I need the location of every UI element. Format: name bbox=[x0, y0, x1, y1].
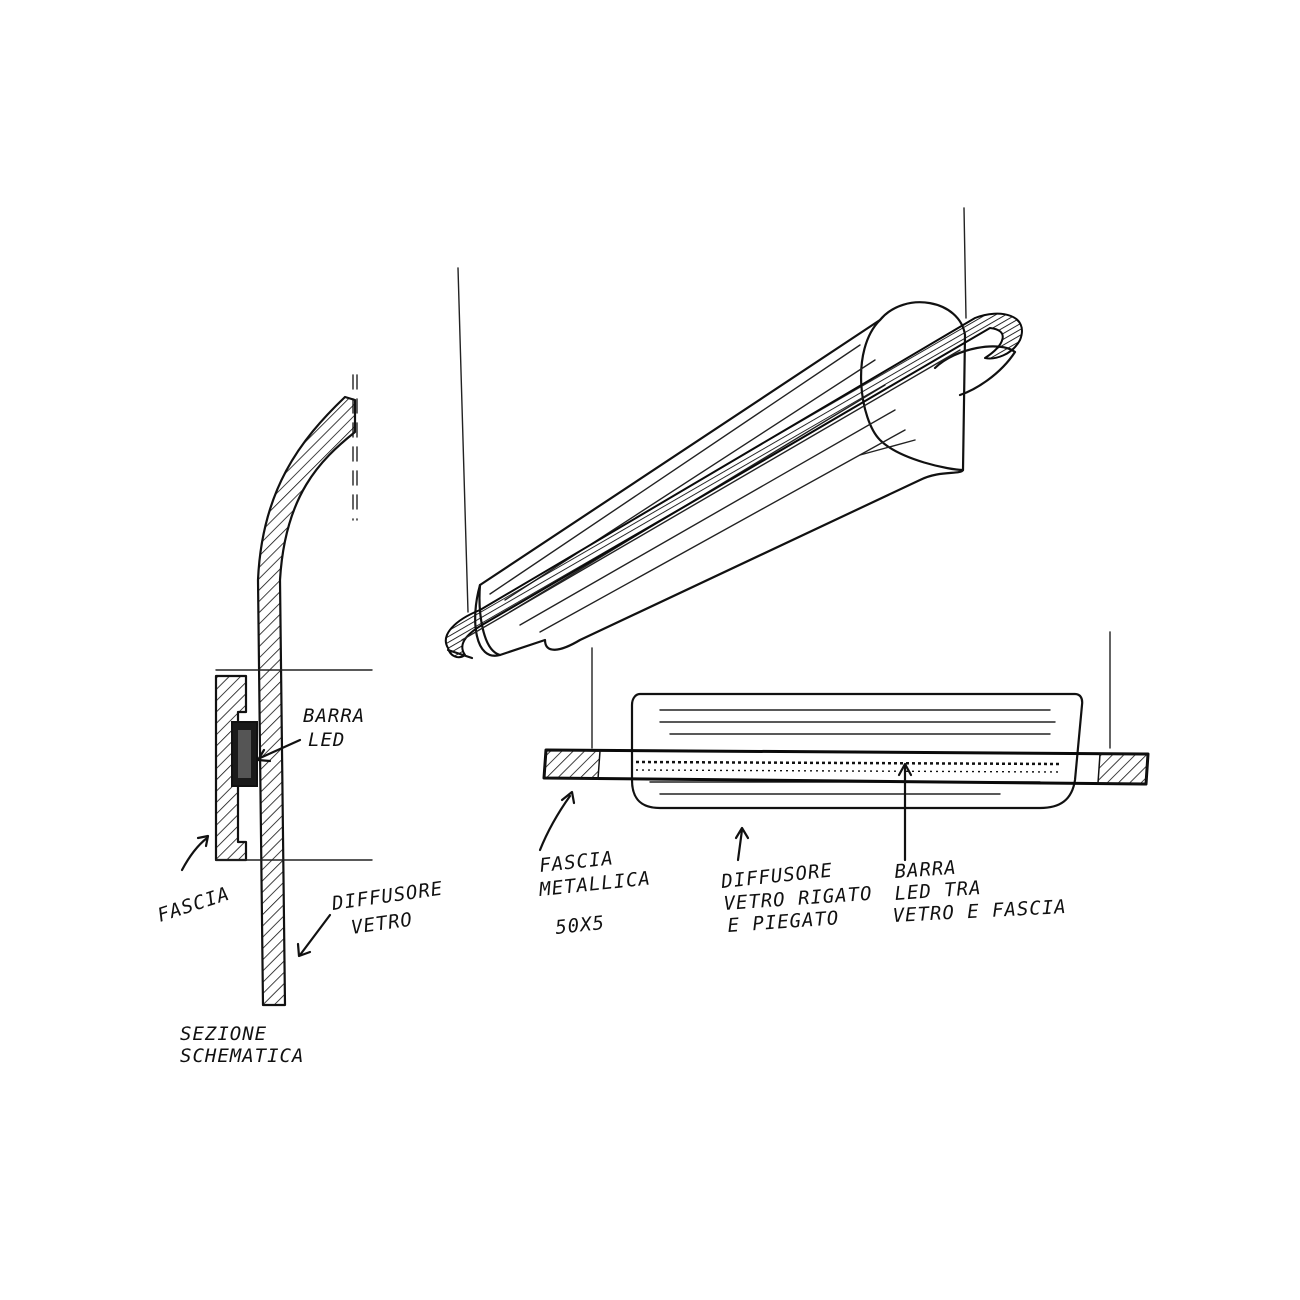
fascia-metallica-arrow bbox=[538, 794, 572, 852]
right-suspension-cable bbox=[963, 207, 967, 319]
label-fascia-metallica-3: 50x5 bbox=[554, 912, 606, 939]
label-diffusore-vetro-1: DIFFUSORE bbox=[330, 878, 445, 916]
barra-led-arrow bbox=[258, 738, 302, 760]
fascia-arrow bbox=[180, 836, 209, 872]
elevation-led-strip bbox=[635, 760, 1061, 766]
elevation-glass-diffuser bbox=[630, 692, 1084, 810]
front-elevation: FASCIA METALLICA 50x5 DIFFUSORE VETRO RI… bbox=[537, 631, 1150, 939]
diffusore-vetro-arrow bbox=[298, 913, 332, 957]
perspective-metal-band bbox=[445, 312, 1023, 659]
label-barra-led-tra-1: BARRA bbox=[894, 857, 958, 883]
label-barra-led-1: BARRA bbox=[303, 705, 365, 727]
diffusore-rigato-arrow bbox=[736, 828, 744, 862]
label-fascia: FASCIA bbox=[155, 883, 233, 927]
glass-diffuser-section bbox=[256, 395, 357, 1007]
perspective-view bbox=[445, 207, 1023, 660]
label-sezione-1: SEZIONE bbox=[180, 1023, 267, 1045]
perspective-glass-diffuser bbox=[474, 301, 967, 657]
schematic-section: BARRA LED FASCIA DIFFUSORE VETRO SEZIONE… bbox=[155, 374, 445, 1067]
label-sezione-2: SCHEMATICA bbox=[180, 1045, 304, 1067]
label-barra-led-2: LED bbox=[308, 729, 345, 751]
left-suspension-cable bbox=[457, 267, 469, 613]
label-diffusore-vetro-2: VETRO bbox=[350, 909, 415, 939]
elevation-metal-band bbox=[542, 748, 1150, 786]
